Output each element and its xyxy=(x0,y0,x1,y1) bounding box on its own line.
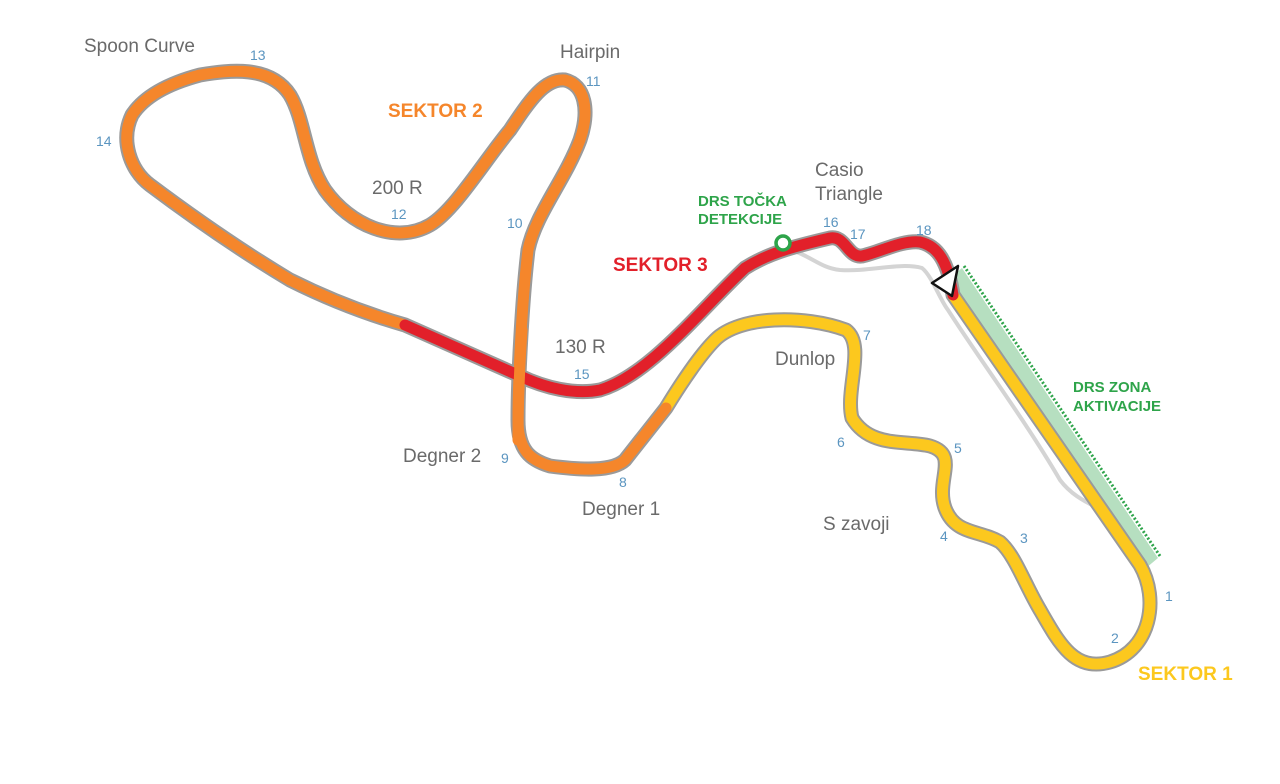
sector-2-label: SEKTOR 2 xyxy=(388,101,483,122)
corner-number: 15 xyxy=(574,366,590,382)
corner-number: 2 xyxy=(1111,630,1119,646)
corner-numbers: 1 2 3 4 5 6 7 8 9 10 11 12 13 14 15 16 1… xyxy=(96,47,1173,646)
corner-number: 14 xyxy=(96,133,112,149)
drs-activation-zone xyxy=(950,265,1162,568)
sector-3-label: SEKTOR 3 xyxy=(613,255,708,276)
drs-detection-point-icon xyxy=(774,234,792,252)
corner-name-dunlop: Dunlop xyxy=(775,349,835,370)
drs-activation-label-line1: DRS ZONA xyxy=(1073,379,1152,396)
corner-number: 17 xyxy=(850,226,866,242)
sector-2-path xyxy=(121,65,672,475)
corner-number: 7 xyxy=(863,327,871,343)
corner-name-casio-line2: Triangle xyxy=(815,184,883,205)
corner-name-130r: 130 R xyxy=(555,337,606,358)
corner-name-casio-line1: Casio xyxy=(815,160,864,181)
corner-number: 13 xyxy=(250,47,266,63)
drs-zone-hatch xyxy=(950,268,1158,568)
corner-number: 11 xyxy=(586,73,601,89)
drs-activation-label-line2: AKTIVACIJE xyxy=(1073,398,1161,415)
corner-number: 4 xyxy=(940,528,948,544)
corner-number: 6 xyxy=(837,434,845,450)
pit-lane xyxy=(788,248,1112,517)
corner-number: 16 xyxy=(823,214,839,230)
corner-name-s-zavoji: S zavoji xyxy=(823,514,890,535)
corner-name-degner-2: Degner 2 xyxy=(403,446,481,467)
sector-1-path xyxy=(660,289,1156,670)
corner-number: 3 xyxy=(1020,530,1028,546)
corner-number: 5 xyxy=(954,440,962,456)
corner-number: 1 xyxy=(1165,588,1173,604)
corner-names: Spoon Curve Hairpin 200 R Casio Triangle… xyxy=(84,36,890,535)
corner-name-hairpin: Hairpin xyxy=(560,42,620,63)
corner-number: 12 xyxy=(391,206,407,222)
corner-name-200r: 200 R xyxy=(372,178,423,199)
start-finish-triangle-icon xyxy=(930,264,960,298)
sector-2-crossover xyxy=(512,324,528,446)
sector-1-label: SEKTOR 1 xyxy=(1138,664,1233,685)
corner-name-degner-1: Degner 1 xyxy=(582,499,660,520)
drs-detection-label-line1: DRS TOČKA xyxy=(698,192,787,210)
corner-number: 18 xyxy=(916,222,932,238)
corner-number: 9 xyxy=(501,450,509,466)
sector-3-path xyxy=(399,232,959,398)
corner-number: 8 xyxy=(619,474,627,490)
drs-detection-label-line2: DETEKCIJE xyxy=(698,211,782,228)
corner-number: 10 xyxy=(507,215,523,231)
corner-name-spoon: Spoon Curve xyxy=(84,36,195,57)
